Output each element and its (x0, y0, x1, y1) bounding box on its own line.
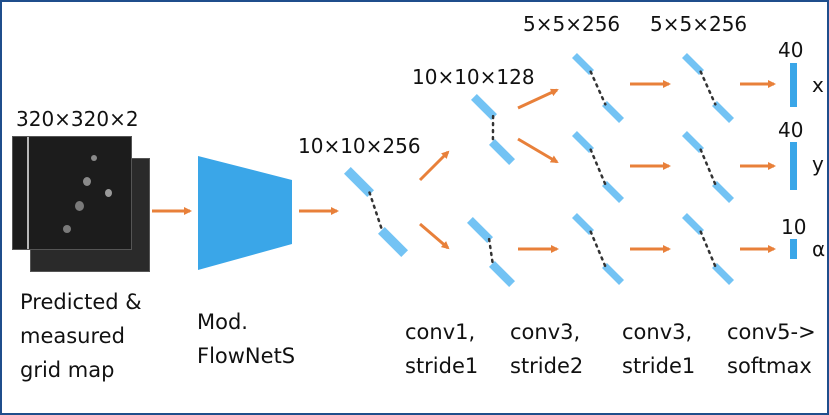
output-bars (790, 63, 797, 259)
conv3a-alpha-tile-bottom (602, 263, 624, 285)
layer-caption-conv3-s1: conv3, stride1 (622, 320, 696, 378)
conv3b-x-dots (699, 70, 717, 106)
output-bar-alpha (790, 239, 797, 259)
input-shape-label: 320×320×2 (16, 107, 139, 131)
conv3a-x-tile-bottom (602, 101, 624, 123)
arrow-conv1-to-conv3-x (517, 88, 559, 110)
conv1-branch-bottom-dots (487, 237, 495, 267)
grid-map-image-front (12, 136, 132, 250)
conv1-branch-top-tile-top (471, 94, 497, 120)
output-dim-alpha: 10 (781, 215, 807, 239)
layer-caption-conv1: conv1, stride1 (405, 320, 479, 378)
conv3b-shape-label: 5×5×256 (650, 12, 748, 36)
output-name-alpha: α (812, 237, 826, 261)
flownet-caption: Mod. FlowNetS (197, 310, 296, 368)
conv3b-x-tile-bottom (712, 101, 734, 123)
flownet-output-shape-label: 10×10×256 (298, 134, 421, 158)
layer-caption-conv5: conv5-> softmax (727, 320, 816, 378)
conv3a-alpha-tile-top (572, 213, 594, 235)
conv3b-y-dots (699, 148, 717, 186)
conv1-branch-bottom-tile-top (467, 217, 493, 243)
conv3a-y-tile-bottom (602, 181, 624, 203)
input-grid-map-stack (12, 136, 150, 272)
output-bar-y (790, 142, 797, 190)
arrows (152, 80, 776, 253)
input-caption: Predicted & measured grid map (20, 290, 142, 382)
flownet-block (198, 156, 292, 270)
conv3b-y-tile-bottom (712, 181, 734, 203)
conv3a-x-dots (589, 70, 607, 106)
conv3b-alpha-dots (699, 230, 717, 268)
arrow-conv1-to-conv3-y (517, 137, 559, 164)
feature-10x10x256-tile-top (344, 167, 374, 197)
conv3a-shape-label: 5×5×256 (523, 12, 621, 36)
conv3b-x-tile-top (682, 53, 704, 75)
feature-10x10x256-tile-bottom (378, 227, 408, 257)
output-name-x: x (812, 73, 824, 97)
output-bar-x (790, 63, 797, 107)
conv1-branch-top-tile-bottom (489, 139, 515, 165)
arrow-feature-to-conv1-top (418, 150, 450, 182)
conv3b-alpha-tile-top (682, 213, 704, 235)
feature-tiles (344, 53, 734, 287)
conv3a-x-tile-top (572, 53, 594, 75)
conv3b-y-tile-top (682, 131, 704, 153)
output-dim-y: 40 (778, 118, 804, 142)
arrow-feature-to-conv1-bottom (419, 222, 450, 250)
layer-caption-conv3-s2: conv3, stride2 (510, 320, 584, 378)
conv3a-y-dots (589, 148, 607, 186)
conv3a-alpha-dots (589, 230, 607, 268)
conv1-branch-bottom-tile-bottom (489, 261, 515, 287)
output-name-y: y (812, 152, 824, 176)
output-dim-x: 40 (778, 38, 804, 62)
feature-10x10x256-dots (368, 191, 384, 233)
conv3a-y-tile-top (572, 131, 594, 153)
conv3b-alpha-tile-bottom (712, 263, 734, 285)
conv1-shape-label: 10×10×128 (412, 65, 535, 89)
